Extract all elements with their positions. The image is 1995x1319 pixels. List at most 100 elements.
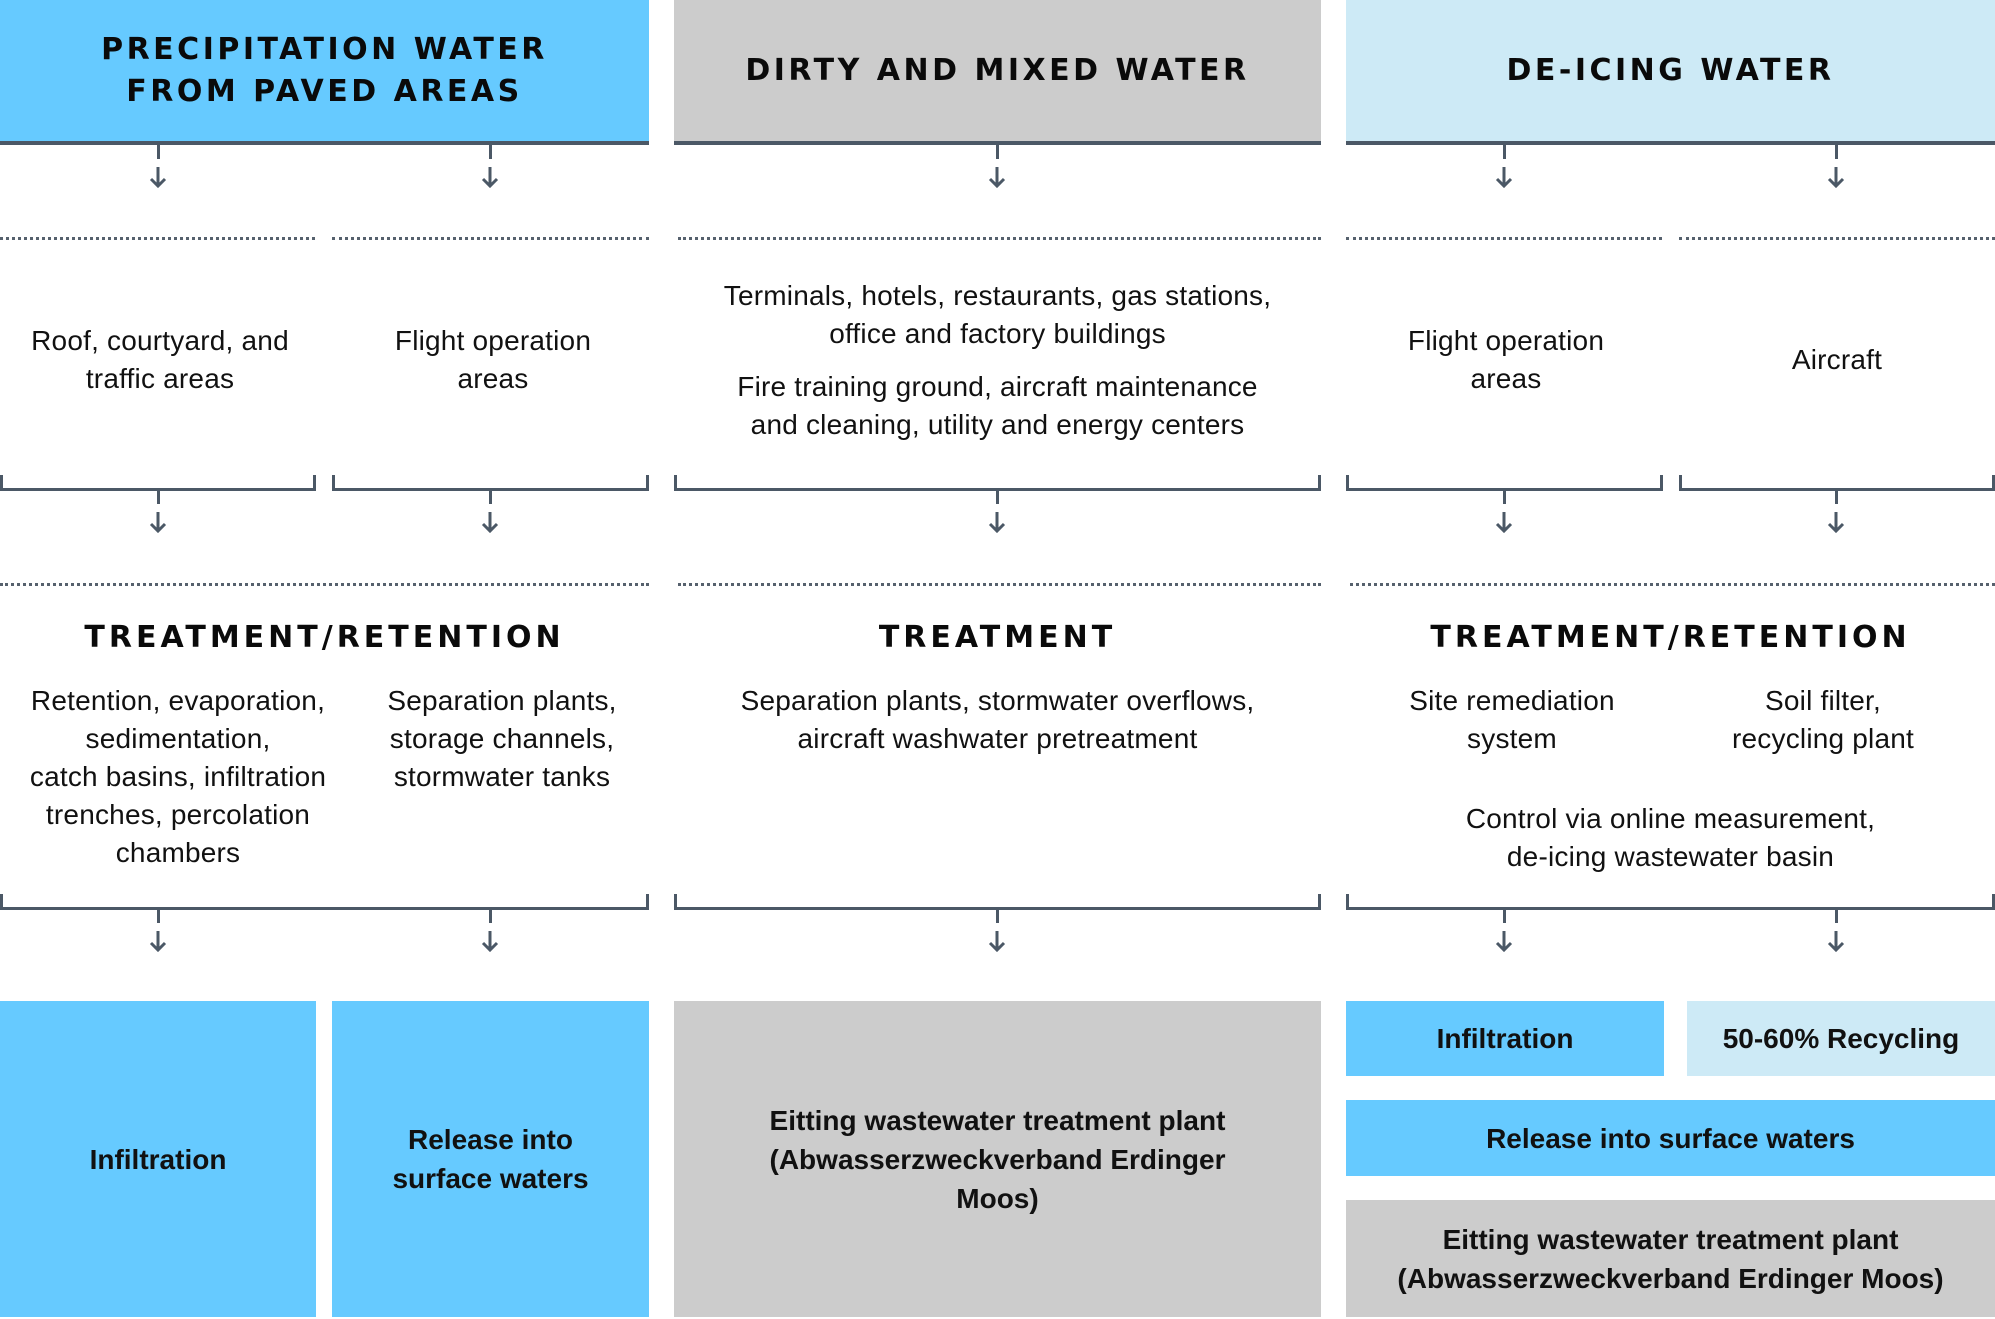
outcome-release-surface-waters: Release into surface waters bbox=[332, 1001, 649, 1317]
text-line: Eitting wastewater treatment plant bbox=[1442, 1223, 1899, 1255]
connector-tick bbox=[157, 490, 160, 504]
text-line: Site remediation bbox=[1409, 685, 1615, 716]
treatment-site-remediation: Site remediation system bbox=[1346, 682, 1678, 758]
treatment-heading: TREATMENT bbox=[878, 620, 1117, 655]
dotted-divider bbox=[1679, 237, 1995, 240]
dotted-divider bbox=[0, 583, 649, 586]
arrow-down-icon bbox=[1827, 512, 1845, 533]
text-line: Fire training ground, aircraft maintenan… bbox=[737, 371, 1258, 402]
text-line: (Abwasserzweckverband Erdinger bbox=[769, 1143, 1226, 1175]
text-line: areas bbox=[1470, 363, 1542, 394]
source-roof-courtyard-traffic: Roof, courtyard, and traffic areas bbox=[0, 322, 320, 398]
dotted-divider bbox=[1346, 237, 1662, 240]
text-line: Flight operation bbox=[1407, 325, 1605, 356]
connector-tick bbox=[1835, 909, 1838, 923]
bracket bbox=[332, 475, 649, 491]
arrow-down-icon bbox=[481, 167, 499, 188]
outcome-eitting-treatment-plant: Eitting wastewater treatment plant (Abwa… bbox=[1346, 1200, 1995, 1317]
connector-tick bbox=[996, 490, 999, 504]
connector-tick bbox=[489, 490, 492, 504]
text-line: recycling plant bbox=[1732, 723, 1914, 754]
text-line: Soil filter, bbox=[1765, 685, 1881, 716]
connector-tick bbox=[1503, 909, 1506, 923]
bracket bbox=[1679, 475, 1995, 491]
connector-tick bbox=[1503, 490, 1506, 504]
outcome-release-surface-waters: Release into surface waters bbox=[1346, 1100, 1995, 1176]
outcome-infiltration: Infiltration bbox=[1346, 1001, 1664, 1076]
connector-tick bbox=[996, 145, 999, 159]
header-title: DE-ICING WATER bbox=[1506, 52, 1835, 88]
text-line: sedimentation, bbox=[85, 723, 271, 754]
header-deicing-water: DE-ICING WATER bbox=[1346, 0, 1995, 145]
header-line: FROM PAVED AREAS bbox=[126, 73, 523, 109]
text-line: Retention, evaporation, bbox=[30, 685, 326, 716]
text-line: Flight operation bbox=[394, 325, 592, 356]
text-line: Control via online measurement, bbox=[1465, 803, 1876, 834]
text-line: Separation plants, bbox=[387, 685, 617, 716]
text-line: Release into bbox=[408, 1124, 573, 1155]
arrow-down-icon bbox=[1827, 931, 1845, 952]
bracket bbox=[674, 894, 1321, 910]
header-precipitation-water: PRECIPITATION WATER FROM PAVED AREAS bbox=[0, 0, 649, 145]
text-line: system bbox=[1467, 723, 1557, 754]
arrow-down-icon bbox=[481, 931, 499, 952]
arrow-down-icon bbox=[988, 167, 1006, 188]
text-line: catch basins, infiltration bbox=[29, 761, 327, 792]
text-line: stormwater tanks bbox=[393, 761, 611, 792]
connector-tick bbox=[1835, 145, 1838, 159]
connector-tick bbox=[489, 909, 492, 923]
treatment-soil-filter: Soil filter, recycling plant bbox=[1668, 682, 1978, 758]
connector-tick bbox=[996, 909, 999, 923]
text-line: Moos) bbox=[956, 1182, 1039, 1214]
text-line: de-icing wastewater basin bbox=[1506, 841, 1835, 872]
bracket bbox=[0, 475, 316, 491]
bracket bbox=[0, 894, 649, 910]
connector-tick bbox=[157, 145, 160, 159]
dotted-divider bbox=[332, 237, 649, 240]
outcome-infiltration: Infiltration bbox=[0, 1001, 316, 1317]
arrow-down-icon bbox=[988, 512, 1006, 533]
text-line: storage channels, bbox=[389, 723, 615, 754]
bracket bbox=[1346, 475, 1663, 491]
outcome-label: 50-60% Recycling bbox=[1722, 1023, 1960, 1054]
text-line: Roof, courtyard, and bbox=[31, 325, 289, 356]
treatment-separation-storage: Separation plants, storage channels, sto… bbox=[362, 682, 642, 796]
text-line: (Abwasserzweckverband Erdinger Moos) bbox=[1397, 1262, 1944, 1294]
source-terminals-buildings: Terminals, hotels, restaurants, gas stat… bbox=[674, 277, 1321, 353]
outcome-label: Infiltration bbox=[89, 1143, 227, 1175]
arrow-down-icon bbox=[1495, 931, 1513, 952]
text-line: Separation plants, stormwater overflows, bbox=[740, 685, 1255, 716]
text-line: areas bbox=[457, 363, 529, 394]
bracket bbox=[1346, 894, 1995, 910]
outcome-recycling: 50-60% Recycling bbox=[1687, 1001, 1995, 1076]
dotted-divider bbox=[678, 237, 1321, 240]
dotted-divider bbox=[1350, 583, 1995, 586]
source-flight-operation-areas: Flight operation areas bbox=[1346, 322, 1666, 398]
header-line: PRECIPITATION WATER bbox=[101, 31, 548, 67]
outcome-label: Release into surface waters bbox=[1486, 1122, 1855, 1154]
text-line: chambers bbox=[115, 837, 241, 868]
source-flight-operation-areas: Flight operation areas bbox=[332, 322, 654, 398]
text-line: aircraft washwater pretreatment bbox=[797, 723, 1198, 754]
treatment-heading: TREATMENT/RETENTION bbox=[1430, 620, 1911, 655]
text-line: Terminals, hotels, restaurants, gas stat… bbox=[723, 280, 1272, 311]
dotted-divider bbox=[0, 237, 315, 240]
text-line: and cleaning, utility and energy centers bbox=[750, 409, 1245, 440]
text-line: trenches, percolation bbox=[45, 799, 311, 830]
treatment-online-control: Control via online measurement, de-icing… bbox=[1346, 800, 1995, 876]
outcome-eitting-treatment-plant: Eitting wastewater treatment plant (Abwa… bbox=[674, 1001, 1321, 1317]
connector-tick bbox=[489, 145, 492, 159]
text-line: surface waters bbox=[392, 1163, 589, 1194]
treatment-separation-overflows: Separation plants, stormwater overflows,… bbox=[674, 682, 1321, 758]
bracket bbox=[674, 475, 1321, 491]
text-line: traffic areas bbox=[85, 363, 235, 394]
text-line: Aircraft bbox=[1791, 344, 1883, 375]
source-fire-training-maintenance: Fire training ground, aircraft maintenan… bbox=[674, 368, 1321, 444]
source-aircraft: Aircraft bbox=[1679, 341, 1995, 379]
arrow-down-icon bbox=[1827, 167, 1845, 188]
arrow-down-icon bbox=[481, 512, 499, 533]
dotted-divider bbox=[678, 583, 1321, 586]
arrow-down-icon bbox=[988, 931, 1006, 952]
arrow-down-icon bbox=[149, 167, 167, 188]
connector-tick bbox=[1835, 490, 1838, 504]
